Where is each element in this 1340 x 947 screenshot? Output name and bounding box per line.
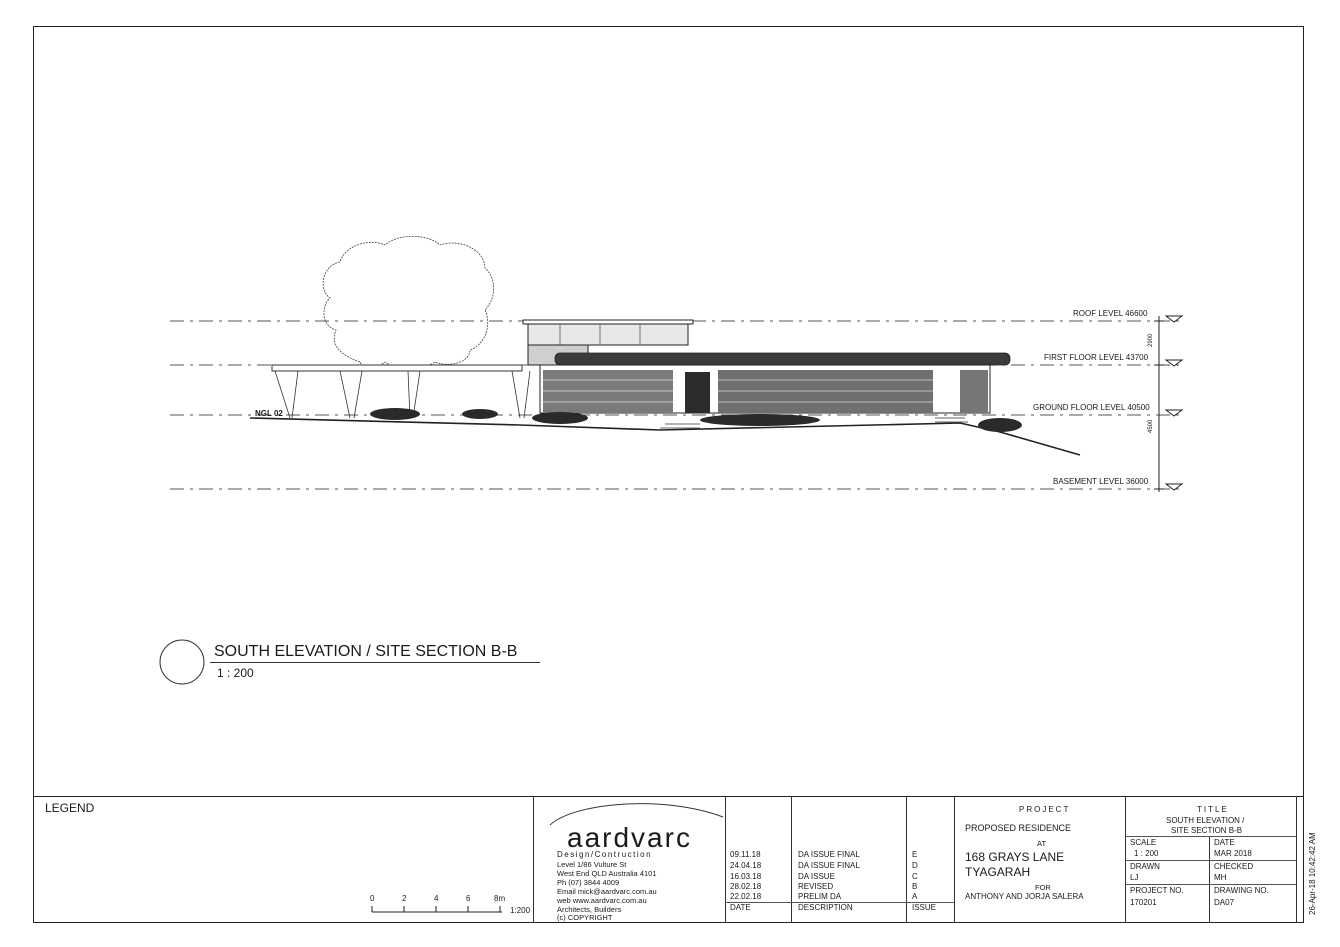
logo-swoosh bbox=[549, 803, 724, 826]
breezeblock-pattern bbox=[543, 379, 933, 403]
company-role: Architects, Builders bbox=[557, 905, 622, 914]
scale-tick-4: 4 bbox=[434, 894, 439, 903]
company-address-1: Level 1/86 Vulture St bbox=[557, 860, 627, 869]
project-description: PROPOSED RESIDENCE bbox=[965, 823, 1072, 833]
drawing-no-value: DA07 bbox=[1214, 898, 1235, 907]
scale-tick-8m: 8m bbox=[494, 894, 506, 903]
graphic-scale-bar bbox=[371, 906, 502, 913]
landscape-shrubs bbox=[370, 408, 1022, 432]
ngl-label: NGL 02 bbox=[255, 409, 283, 418]
print-timestamp: 26-Apr-18 10:42:42 AM bbox=[1308, 832, 1317, 915]
revision-desc-5: PRELIM DA bbox=[798, 892, 842, 901]
revision-issue-1: E bbox=[912, 850, 918, 859]
breezeblock-end bbox=[960, 370, 988, 413]
revision-desc-3: DA ISSUE bbox=[798, 872, 835, 881]
company-address-2: West End QLD Australia 4101 bbox=[557, 869, 657, 878]
legend-title: LEGEND bbox=[45, 801, 95, 815]
entry-door bbox=[685, 372, 710, 413]
project-no-label: PROJECT NO. bbox=[1130, 886, 1184, 895]
dimension-2900: 2900 bbox=[1148, 333, 1154, 347]
checked-value: MH bbox=[1214, 873, 1227, 882]
ground-line bbox=[249, 417, 1081, 456]
project-at: AT bbox=[1037, 839, 1047, 848]
revision-date-3: 16.03.18 bbox=[730, 872, 762, 881]
company-email: Email mick@aardvarc.com.au bbox=[557, 887, 657, 896]
revision-issue-5: A bbox=[912, 892, 918, 901]
revision-desc-1: DA ISSUE FINAL bbox=[798, 850, 860, 859]
revision-desc-4: REVISED bbox=[798, 882, 834, 891]
section-marker-circle bbox=[159, 639, 205, 685]
roof-planter bbox=[554, 352, 1011, 366]
company-tagline: Design/Contruction bbox=[557, 850, 653, 859]
revision-date-4: 28.02.18 bbox=[730, 882, 762, 891]
project-address-suburb: TYAGARAH bbox=[965, 865, 1031, 879]
level-markers bbox=[1164, 315, 1184, 491]
project-for: FOR bbox=[1035, 883, 1051, 892]
revision-header-date: DATE bbox=[730, 903, 751, 912]
scale-tick-2: 2 bbox=[402, 894, 407, 903]
level-label-ground-floor: GROUND FLOOR LEVEL 40500 bbox=[1033, 403, 1150, 412]
upper-level-block bbox=[527, 321, 689, 346]
sheet-border bbox=[33, 26, 1304, 923]
sheet-title-line-2: SITE SECTION B-B bbox=[1171, 826, 1243, 835]
revision-date-1: 09.11.18 bbox=[730, 850, 761, 859]
tree-outline bbox=[322, 235, 495, 370]
dimension-4500: 4500 bbox=[1148, 419, 1154, 433]
dimension-line bbox=[1154, 316, 1164, 492]
revision-header-description: DESCRIPTION bbox=[798, 903, 853, 912]
revision-header-issue: ISSUE bbox=[912, 903, 937, 912]
company-web: web www.aardvarc.com.au bbox=[557, 896, 647, 905]
revision-date-2: 24.04.18 bbox=[730, 861, 762, 870]
revision-issue-2: D bbox=[912, 861, 918, 870]
revision-desc-2: DA ISSUE FINAL bbox=[798, 861, 860, 870]
revision-issue-3: C bbox=[912, 872, 918, 881]
drawn-value: LJ bbox=[1130, 873, 1139, 882]
scale-label: SCALE bbox=[1130, 838, 1157, 847]
scale-value: 1 : 200 bbox=[1134, 849, 1159, 858]
level-label-first-floor: FIRST FLOOR LEVEL 43700 bbox=[1044, 353, 1149, 362]
project-client: ANTHONY AND JORJA SALERA bbox=[965, 892, 1084, 901]
drawing-no-label: DRAWING NO. bbox=[1214, 886, 1269, 895]
title-heading: TITLE bbox=[1197, 805, 1229, 814]
drawn-label: DRAWN bbox=[1130, 862, 1160, 871]
scale-ratio: 1:200 bbox=[510, 906, 531, 915]
title-block-divider bbox=[33, 796, 1304, 797]
revision-date-5: 22.02.18 bbox=[730, 892, 762, 901]
level-label-roof: ROOF LEVEL 46600 bbox=[1073, 309, 1148, 318]
checked-label: CHECKED bbox=[1214, 862, 1254, 871]
title-underline bbox=[210, 662, 540, 663]
company-copyright: (c) COPYRIGHT bbox=[557, 913, 613, 922]
project-address-street: 168 GRAYS LANE bbox=[965, 850, 1065, 864]
project-heading: PROJECT bbox=[1019, 805, 1071, 814]
company-phone: Ph (07) 3844 4009 bbox=[557, 878, 620, 887]
project-no-value: 170201 bbox=[1130, 898, 1157, 907]
carport-roof bbox=[271, 364, 523, 372]
date-label: DATE bbox=[1214, 838, 1235, 847]
revision-issue-4: B bbox=[912, 882, 918, 891]
sheet-title-line-1: SOUTH ELEVATION / bbox=[1166, 816, 1245, 825]
entry-steps bbox=[660, 417, 968, 429]
date-value: MAR 2018 bbox=[1214, 849, 1252, 858]
company-logo: aardvarc bbox=[567, 822, 692, 853]
scale-tick-0: 0 bbox=[370, 894, 375, 903]
level-label-basement: BASEMENT LEVEL 36000 bbox=[1053, 477, 1149, 486]
drawing-title: SOUTH ELEVATION / SITE SECTION B-B bbox=[214, 643, 518, 660]
elevation-drawing bbox=[170, 235, 1184, 492]
scale-tick-6: 6 bbox=[466, 894, 471, 903]
drawing-scale: 1 : 200 bbox=[217, 666, 254, 680]
